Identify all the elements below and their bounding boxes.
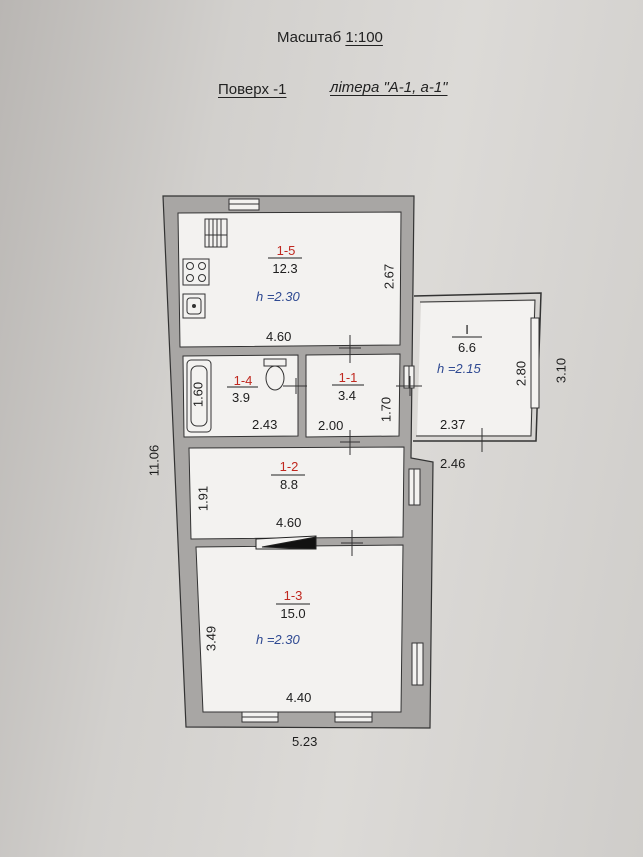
window-bottom-2	[334, 711, 373, 723]
dim-1-2-height: 1.91	[195, 485, 211, 512]
room-I-area: 6.6	[457, 340, 477, 355]
room-1-5-floor	[177, 211, 402, 348]
scale-value: 1:100	[345, 29, 383, 46]
window-annex-left	[403, 365, 415, 389]
room-1-1-floor	[305, 353, 401, 438]
room-1-5-height: h =2.30	[256, 289, 300, 304]
dim-1-1-height: 1.70	[378, 396, 394, 423]
door-marks	[283, 335, 492, 556]
dim-1-3-width: 4.40	[286, 690, 312, 705]
dim-1-5-height: 2.67	[381, 263, 397, 290]
dim-1-3-height: 3.49	[203, 625, 219, 652]
dim-I-height-inner: 2.80	[513, 360, 529, 387]
room-1-5-area: 12.3	[272, 261, 298, 276]
room-1-4-number: 1-4	[233, 373, 253, 388]
dim-total-height: 11.06	[146, 444, 162, 477]
toilet	[263, 358, 287, 391]
scale-label: Масштаб	[277, 29, 342, 46]
window-top	[228, 198, 260, 211]
room-1-3-floor	[195, 544, 404, 713]
dim-1-4-height: 1.60	[190, 381, 206, 408]
room-1-5-number: 1-5	[276, 243, 296, 258]
room-I-floor	[417, 301, 534, 435]
dim-1-5-width: 4.60	[266, 329, 292, 344]
dim-1-1-width: 2.00	[318, 418, 344, 433]
room-1-2-floor	[188, 446, 405, 540]
room-1-3-area: 15.0	[280, 606, 306, 621]
bathtub	[186, 359, 212, 433]
stairs	[204, 218, 228, 248]
window-annex-right	[530, 317, 540, 409]
stove	[182, 258, 210, 286]
room-1-2-number: 1-2	[279, 459, 299, 474]
room-I-height: h =2.15	[437, 361, 481, 376]
room-1-3-number: 1-3	[283, 588, 303, 603]
window-bottom-1	[241, 711, 279, 723]
sink	[182, 293, 206, 319]
room-1-1-number: 1-1	[338, 370, 358, 385]
dim-I-height-outer: 3.10	[553, 357, 569, 384]
heater	[255, 535, 317, 550]
dim-1-2-width: 4.60	[276, 515, 302, 530]
room-I-number: I	[465, 322, 469, 337]
window-right-1-2	[408, 468, 421, 506]
room-1-4-area: 3.9	[231, 390, 251, 405]
room-1-1-area: 3.4	[337, 388, 357, 403]
scale-title: Масштаб 1:100	[277, 30, 383, 45]
dim-1-4-width: 2.43	[252, 417, 278, 432]
room-1-3-height: h =2.30	[256, 632, 300, 647]
window-right-1-3	[411, 642, 424, 686]
litera-label: літера "А-1, а-1"	[330, 79, 448, 96]
dim-I-width-inner: 2.37	[440, 417, 466, 432]
dim-total-width: 5.23	[292, 734, 318, 749]
floor-label: Поверх -1	[218, 81, 287, 98]
dim-I-width-outer: 2.46	[440, 456, 466, 471]
room-1-2-area: 8.8	[279, 477, 299, 492]
